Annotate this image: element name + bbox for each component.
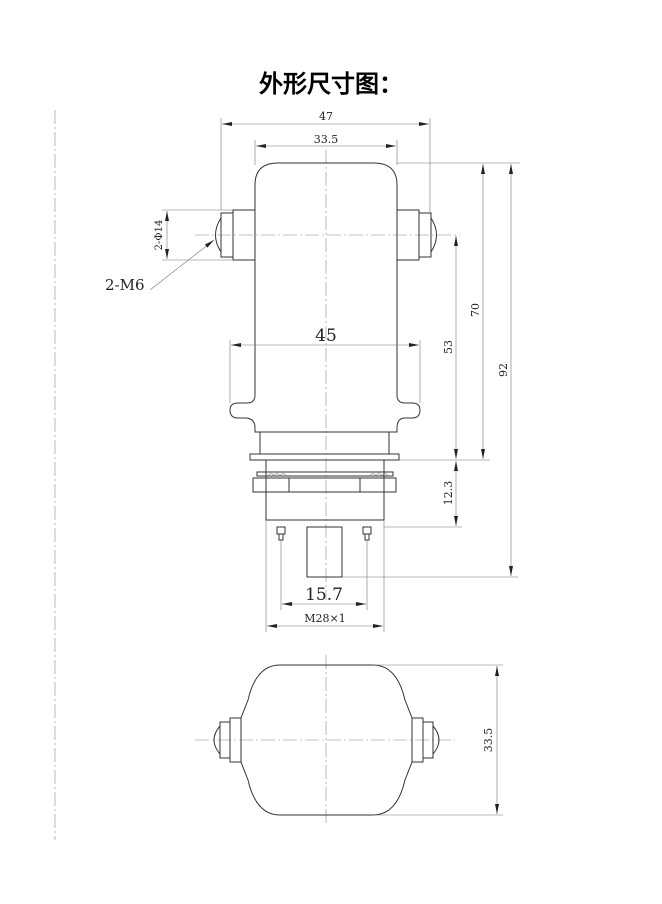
- front-view: [195, 150, 460, 600]
- dim-2-phi14: 2-Φ14: [154, 220, 165, 251]
- left-terminal-nut: [220, 212, 234, 258]
- body-outline: [229, 162, 421, 433]
- dim-47: 47: [319, 110, 333, 123]
- label-2-m6: 2-M6: [105, 276, 145, 294]
- right-terminal-dome: [430, 217, 437, 253]
- dim-45: 45: [315, 326, 337, 346]
- thread-ring: [256, 471, 394, 477]
- dim-53: 53: [442, 340, 455, 354]
- dim-bottom-33-5: 33.5: [482, 728, 495, 753]
- pin-right: [362, 526, 372, 535]
- dim-15-7: 15.7: [305, 585, 343, 605]
- dim-12-3: 12.3: [442, 481, 455, 506]
- dim-92: 92: [497, 363, 510, 377]
- mounting-nut: [252, 477, 397, 493]
- right-terminal-nut: [418, 212, 432, 258]
- dimensions: 47 33.5 45 2-Φ14 2-M6 53 70 92 12.3 15.7…: [105, 110, 520, 632]
- base-cylinder: [265, 459, 385, 521]
- dim-33-5: 33.5: [314, 133, 339, 146]
- center-shaft: [306, 526, 343, 578]
- drawing-title: 外形尺寸图：: [259, 70, 403, 98]
- dim-m28x1: M28×1: [304, 612, 345, 625]
- dim-70: 70: [469, 303, 482, 317]
- neck: [259, 431, 390, 455]
- pin-left: [276, 526, 286, 535]
- left-terminal-dome: [215, 217, 222, 253]
- thread-marks: [267, 473, 389, 477]
- flange-plate: [249, 453, 400, 461]
- bottom-view: 33.5: [195, 655, 503, 825]
